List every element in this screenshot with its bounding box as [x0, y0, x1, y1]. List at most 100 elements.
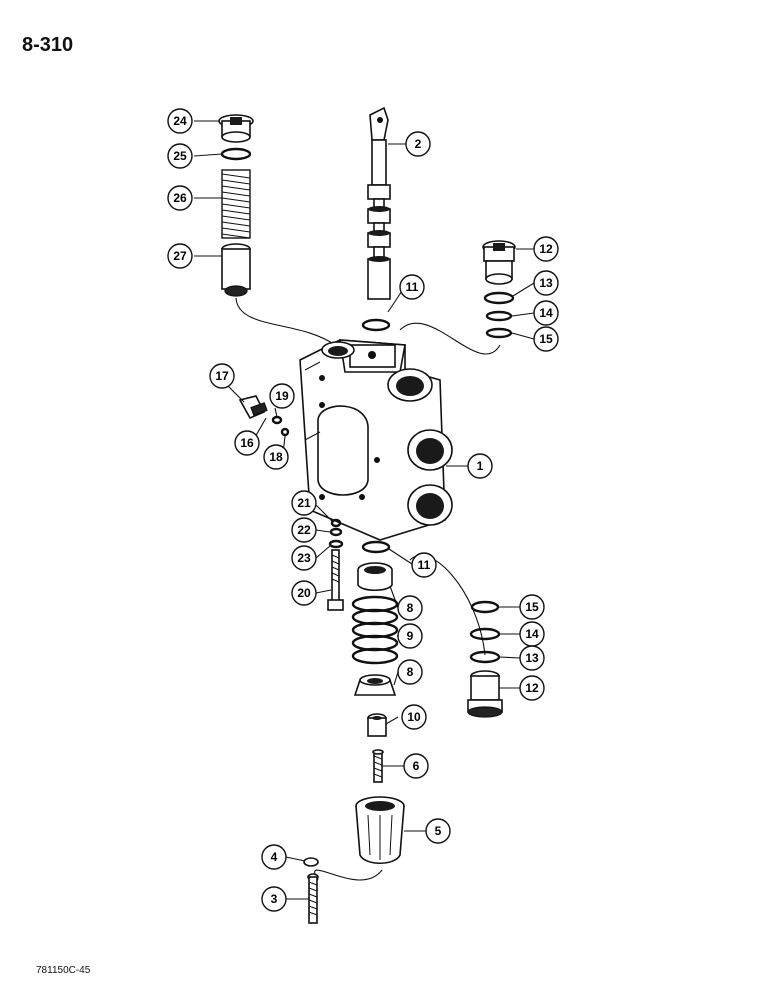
callout-5: 5 — [425, 818, 451, 844]
part-21-o-ring — [330, 518, 342, 528]
svg-text:3: 3 — [271, 892, 278, 906]
guide-line-plug-12-top — [399, 322, 501, 355]
svg-text:6: 6 — [413, 759, 420, 773]
part-20-bolt — [327, 549, 344, 611]
callout-9: 9 — [397, 623, 423, 649]
svg-text:26: 26 — [173, 191, 187, 205]
part-8-spring-seat-bottom — [353, 674, 397, 696]
part-2-spool — [367, 106, 391, 300]
svg-text:22: 22 — [297, 523, 311, 537]
callout-21: 21 — [291, 490, 317, 516]
callout-13-top: 13 — [533, 270, 559, 296]
svg-text:11: 11 — [406, 280, 419, 294]
callout-12-top: 12 — [533, 236, 559, 262]
callout-2: 2 — [405, 131, 431, 157]
svg-text:2: 2 — [415, 137, 422, 151]
svg-text:14: 14 — [525, 627, 539, 641]
callout-11-top: 11 — [399, 274, 425, 300]
svg-text:18: 18 — [269, 450, 283, 464]
svg-text:11: 11 — [418, 558, 431, 572]
callout-8-bottom: 8 — [397, 659, 423, 685]
part-12-plug-top — [482, 240, 516, 285]
part-11-o-ring-bottom — [361, 540, 391, 554]
svg-text:16: 16 — [240, 436, 254, 450]
guide-line-handle — [314, 869, 383, 881]
svg-text:15: 15 — [525, 600, 539, 614]
callout-13-bottom: 13 — [519, 645, 545, 671]
svg-text:15: 15 — [539, 332, 553, 346]
part-4-washer — [303, 857, 319, 867]
callout-15-top: 15 — [533, 326, 559, 352]
svg-text:23: 23 — [297, 551, 311, 565]
callout-11-bottom: 11 — [411, 552, 437, 578]
part-9-spring — [351, 595, 399, 665]
part-19-o-ring — [271, 415, 283, 425]
svg-text:21: 21 — [297, 496, 311, 510]
figure-code: 781150C-45 — [36, 965, 91, 976]
part-15-o-ring-bottom — [470, 600, 500, 614]
svg-text:8: 8 — [407, 665, 414, 679]
callout-22: 22 — [291, 517, 317, 543]
part-23-o-ring — [328, 539, 344, 549]
svg-text:19: 19 — [275, 389, 289, 403]
callout-24: 24 — [167, 108, 193, 134]
part-25-o-ring — [220, 147, 252, 161]
svg-text:9: 9 — [407, 629, 414, 643]
part-3-bolt — [307, 873, 319, 924]
callout-14-bottom: 14 — [519, 621, 545, 647]
callout-6: 6 — [403, 753, 429, 779]
callout-27: 27 — [167, 243, 193, 269]
callout-14-top: 14 — [533, 300, 559, 326]
callout-1: 1 — [467, 453, 493, 479]
svg-text:27: 27 — [173, 249, 187, 263]
part-22-o-ring — [329, 527, 343, 537]
part-10-bushing — [367, 713, 387, 737]
callout-10: 10 — [401, 704, 427, 730]
part-26-spring — [221, 169, 251, 239]
part-15-o-ring-top — [485, 327, 513, 339]
part-18-o-ring — [280, 427, 290, 437]
callout-19: 19 — [269, 383, 295, 409]
callout-23: 23 — [291, 545, 317, 571]
callout-3: 3 — [261, 886, 287, 912]
svg-text:17: 17 — [215, 369, 229, 383]
svg-text:5: 5 — [435, 824, 442, 838]
part-24-plug — [218, 114, 254, 143]
callout-16: 16 — [234, 430, 260, 456]
callout-12-bottom: 12 — [519, 675, 545, 701]
svg-text:13: 13 — [539, 276, 553, 290]
part-14-backup-ring-top — [485, 310, 513, 322]
svg-text:10: 10 — [407, 710, 421, 724]
part-8-spring-seat-top — [357, 562, 393, 592]
svg-text:25: 25 — [173, 149, 187, 163]
callout-15-bottom: 15 — [519, 594, 545, 620]
part-27-piston — [221, 243, 251, 297]
part-13-o-ring-top — [483, 291, 515, 305]
svg-text:8: 8 — [407, 601, 414, 615]
page-number: 8-310 — [22, 34, 74, 56]
svg-text:20: 20 — [297, 586, 311, 600]
svg-text:13: 13 — [525, 651, 539, 665]
part-6-screw — [372, 749, 384, 783]
callout-26: 26 — [167, 185, 193, 211]
callout-4: 4 — [261, 844, 287, 870]
part-12-plug-bottom — [467, 670, 503, 718]
svg-text:12: 12 — [525, 681, 539, 695]
part-1-valve-housing — [299, 339, 453, 541]
svg-text:24: 24 — [173, 114, 187, 128]
guide-line-plug-27 — [235, 297, 336, 346]
callout-18: 18 — [263, 444, 289, 470]
part-11-o-ring-top — [361, 318, 391, 332]
part-14-backup-ring-bottom — [469, 627, 501, 641]
part-17-relief-cartridge — [238, 395, 268, 420]
svg-text:1: 1 — [477, 459, 484, 473]
callout-8-top: 8 — [397, 595, 423, 621]
callout-17: 17 — [209, 363, 235, 389]
part-5-cap — [355, 796, 405, 865]
svg-text:4: 4 — [271, 850, 278, 864]
svg-text:14: 14 — [539, 306, 553, 320]
callout-25: 25 — [167, 143, 193, 169]
callout-20: 20 — [291, 580, 317, 606]
svg-text:12: 12 — [539, 242, 553, 256]
